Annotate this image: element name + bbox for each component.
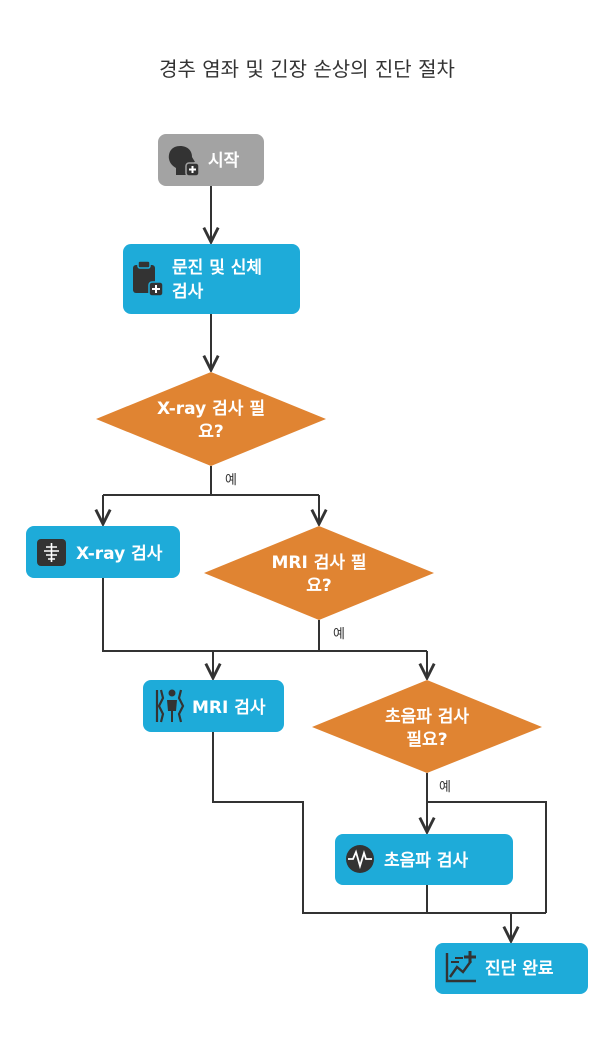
mri-body-icon	[155, 689, 185, 723]
edges	[103, 186, 547, 941]
pulse-icon	[346, 845, 374, 873]
chart-plus-icon	[445, 951, 476, 983]
edge-label-us-yes: 예	[439, 780, 451, 795]
diagram-title: 경추 염좌 및 긴장 손상의 진단 절차	[159, 57, 455, 81]
decision-xray-label-1: X-ray 검사 필	[157, 399, 265, 419]
decision-xray-label-2: 요?	[198, 422, 224, 442]
decision-mri-label-2: 요?	[306, 576, 332, 596]
decision-ultrasound-label-2: 필요?	[406, 730, 447, 750]
edge-label-xray-yes: 예	[225, 473, 237, 488]
edge-mri-bottom	[212, 732, 546, 914]
decision-mri-label-1: MRI 검사 필	[271, 553, 366, 573]
node-done-label: 진단 완료	[485, 959, 554, 979]
decision-ultrasound: 초음파 검사 필요?	[312, 680, 542, 773]
edge-label-mri-yes: 예	[333, 627, 345, 642]
edge-us-q-split	[426, 773, 547, 913]
node-exam-label-1: 문진 및 신체	[172, 258, 262, 278]
clipboard-medical-icon	[133, 260, 164, 297]
decision-xray: X-ray 검사 필 요?	[96, 372, 326, 466]
node-ultrasound: 초음파 검사	[335, 834, 513, 885]
edge-split-xray	[103, 494, 319, 524]
node-start: 시작	[158, 134, 264, 186]
xray-spine-icon	[37, 539, 66, 566]
node-exam-label-2: 검사	[172, 282, 204, 302]
decision-mri: MRI 검사 필 요?	[204, 526, 434, 620]
node-start-label: 시작	[208, 151, 240, 171]
node-mri: MRI 검사	[143, 680, 284, 732]
decision-ultrasound-label-1: 초음파 검사	[385, 707, 469, 727]
node-xray: X-ray 검사	[26, 526, 180, 578]
node-ultrasound-label: 초음파 검사	[384, 851, 468, 871]
node-xray-label: X-ray 검사	[76, 544, 163, 564]
head-medical-icon	[168, 146, 200, 177]
node-mri-label: MRI 검사	[192, 698, 266, 718]
node-exam: 문진 및 신체 검사	[123, 244, 300, 314]
node-done: 진단 완료	[435, 943, 588, 994]
